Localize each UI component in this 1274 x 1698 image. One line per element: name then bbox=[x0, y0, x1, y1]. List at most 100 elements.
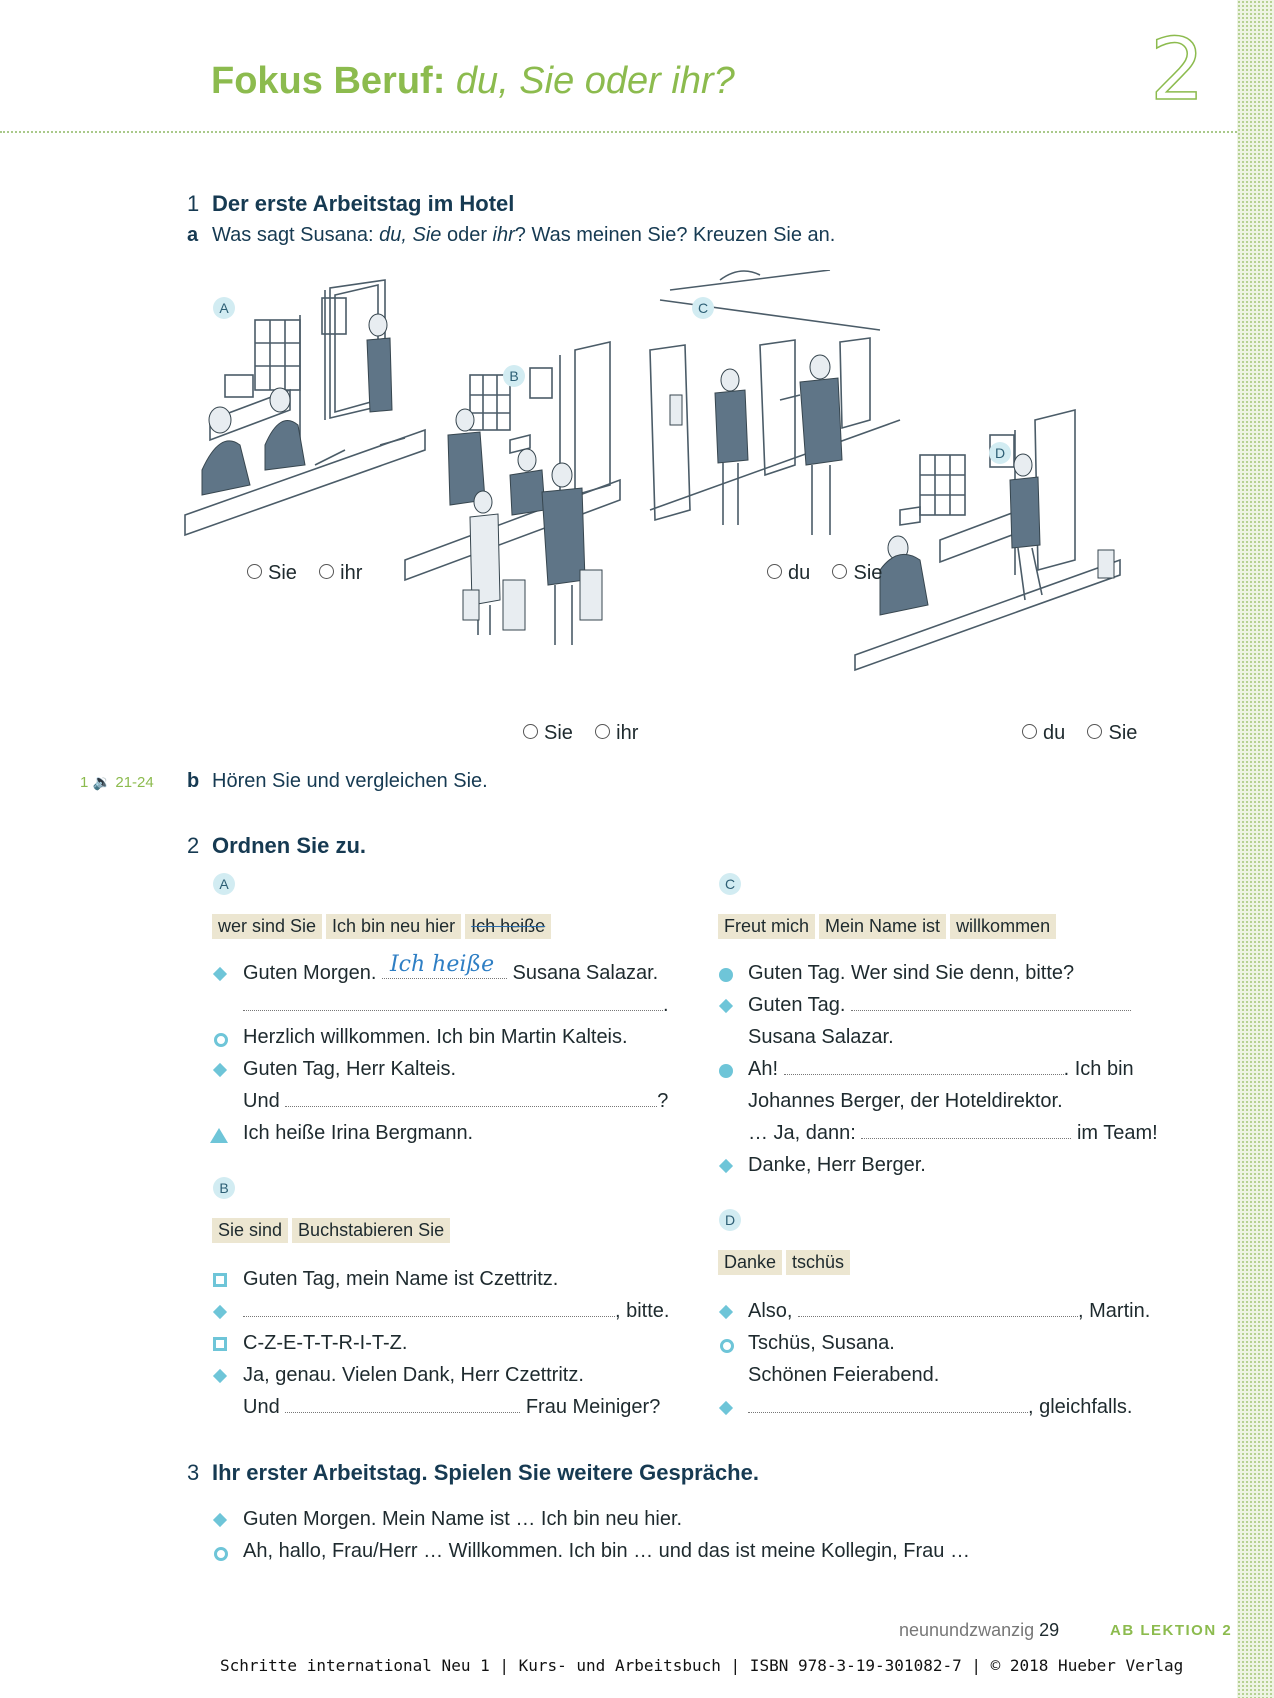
word-chip: Danke bbox=[718, 1250, 783, 1275]
diamond-bullet-icon bbox=[212, 1304, 228, 1320]
diamond-bullet-icon bbox=[718, 1400, 734, 1416]
answer-blank[interactable] bbox=[748, 1396, 1028, 1413]
line-text: Und bbox=[243, 1090, 280, 1112]
ex2d-line-2: Tschüs, Susana. bbox=[748, 1332, 895, 1354]
hotel-scenes-illustration bbox=[184, 270, 1121, 672]
scene-a-drawing bbox=[184, 279, 426, 537]
page-number: 29 bbox=[1039, 1620, 1060, 1640]
answer-blank[interactable] bbox=[861, 1122, 1072, 1139]
answer-blank[interactable] bbox=[285, 1396, 521, 1413]
scene-c-option-1[interactable]: du bbox=[767, 562, 810, 584]
triangle-bullet-icon bbox=[210, 1128, 228, 1143]
ex2d-line-4: , gleichfalls. bbox=[748, 1396, 1133, 1419]
ex2a-line-1: Guten Morgen. Ich heiße Susana Salazar. bbox=[243, 952, 659, 985]
ex2d-badge: D bbox=[719, 1209, 741, 1231]
ex2c-line-2: Guten Tag. bbox=[748, 994, 1132, 1017]
scene-c-options: du Sie bbox=[767, 562, 882, 585]
ex2c-line-6: … Ja, dann: im Team! bbox=[748, 1122, 1158, 1145]
line-text: Guten Tag. bbox=[748, 994, 846, 1016]
answer-blank[interactable] bbox=[243, 994, 663, 1011]
ex2a-badge: A bbox=[213, 873, 235, 895]
ex1-title: Der erste Arbeitstag im Hotel bbox=[212, 191, 515, 216]
circle-bullet-icon bbox=[719, 1064, 733, 1078]
answer-blank[interactable] bbox=[243, 1300, 615, 1317]
handwritten-answer: Ich heiße bbox=[389, 952, 495, 977]
line-text: Guten Morgen. bbox=[243, 962, 377, 984]
radio-circle-icon[interactable] bbox=[247, 564, 262, 580]
scene-a-option-1[interactable]: Sie bbox=[247, 562, 297, 584]
answer-blank[interactable] bbox=[851, 994, 1132, 1011]
line-text: Susana Salazar. bbox=[512, 962, 659, 984]
ex1a-instruction: Was sagt Susana: du, Sie oder ihr? Was m… bbox=[212, 224, 835, 247]
ex2-title: Ordnen Sie zu. bbox=[212, 833, 367, 858]
ex2d-line-3: Schönen Feierabend. bbox=[748, 1364, 940, 1386]
word-chip: Mein Name ist bbox=[819, 914, 947, 939]
ex2a-line-4: Guten Tag, Herr Kalteis. bbox=[243, 1058, 457, 1080]
option-label: Sie bbox=[853, 562, 883, 584]
scene-c-option-2[interactable]: Sie bbox=[832, 562, 882, 584]
option-label: Sie bbox=[1108, 722, 1138, 744]
word-chip: willkommen bbox=[950, 914, 1057, 939]
radio-circle-icon[interactable] bbox=[319, 564, 335, 580]
ex2a-line-6: Ich heiße Irina Bergmann. bbox=[243, 1122, 474, 1144]
ex2b-line-1: Guten Tag, mein Name ist Czettritz. bbox=[243, 1268, 559, 1290]
ex1b-instruction: Hören Sie und vergleichen Sie. bbox=[212, 770, 488, 792]
radio-circle-icon[interactable] bbox=[832, 564, 848, 580]
ex2c-line-1: Guten Tag. Wer sind Sie denn, bitte? bbox=[748, 962, 1075, 984]
scene-d-option-1[interactable]: du bbox=[1022, 722, 1065, 744]
scene-a-option-2[interactable]: ihr bbox=[319, 562, 362, 584]
ex2c-line-4: Ah! . Ich bin bbox=[748, 1058, 1134, 1081]
diamond-bullet-icon bbox=[212, 1512, 228, 1528]
ex2a-line-5: Und ? bbox=[243, 1090, 668, 1113]
scene-d-drawing bbox=[854, 408, 1121, 672]
scene-d-badge: D bbox=[989, 442, 1011, 464]
word-chip-used: Ich heiße bbox=[465, 914, 552, 939]
radio-circle-icon[interactable] bbox=[767, 564, 782, 580]
section-label: AB LEKTION 2 bbox=[1110, 1622, 1232, 1639]
ex1a-letter: a bbox=[187, 224, 199, 246]
scene-b-option-2[interactable]: ihr bbox=[595, 722, 638, 744]
scene-b-options: Sie ihr bbox=[523, 722, 638, 745]
ex2a-line-3: Herzlich willkommen. Ich bin Martin Kalt… bbox=[243, 1026, 628, 1048]
ex1b-letter: b bbox=[187, 770, 200, 792]
answer-blank[interactable] bbox=[798, 1300, 1079, 1317]
scene-a-badge: A bbox=[213, 297, 235, 319]
radio-circle-icon[interactable] bbox=[595, 724, 611, 740]
ex3-title: Ihr erster Arbeitstag. Spielen Sie weite… bbox=[212, 1460, 759, 1485]
page-number-word: neunundzwanzig bbox=[899, 1620, 1035, 1640]
line-text: im Team! bbox=[1076, 1122, 1158, 1144]
ex2b-badge: B bbox=[213, 1177, 235, 1199]
option-label: du bbox=[1043, 722, 1066, 744]
audio-track-reference[interactable]: 1 🔉 21-24 bbox=[80, 774, 154, 791]
page-title-italic: du, Sie oder ihr? bbox=[455, 60, 735, 102]
radio-circle-icon[interactable] bbox=[523, 724, 538, 740]
ex2b-line-5: Und Frau Meiniger? bbox=[243, 1396, 660, 1419]
answer-blank[interactable] bbox=[783, 1058, 1064, 1075]
word-chip: Freut mich bbox=[718, 914, 816, 939]
radio-circle-icon[interactable] bbox=[1022, 724, 1037, 740]
ex3-number: 3 bbox=[187, 1460, 200, 1485]
scene-d-option-2[interactable]: Sie bbox=[1087, 722, 1137, 744]
ex2c-line-7: Danke, Herr Berger. bbox=[748, 1154, 926, 1176]
ex3-line-1: Guten Morgen. Mein Name ist … Ich bin ne… bbox=[243, 1508, 683, 1530]
diamond-bullet-icon bbox=[212, 1368, 228, 1384]
answer-blank[interactable] bbox=[285, 1090, 658, 1107]
chapter-number: 2 bbox=[1149, 19, 1205, 121]
scene-b-drawing bbox=[404, 340, 621, 645]
section-lesson: LEKTION 2 bbox=[1140, 1622, 1233, 1639]
radio-circle-icon[interactable] bbox=[1087, 724, 1103, 740]
page-title: Fokus Beruf: du, Sie oder ihr? bbox=[211, 60, 735, 103]
line-text: , bitte. bbox=[615, 1300, 670, 1322]
scene-b-option-1[interactable]: Sie bbox=[523, 722, 573, 744]
answer-blank[interactable]: Ich heiße bbox=[381, 952, 507, 979]
ex2c-line-5: Johannes Berger, der Hoteldirektor. bbox=[748, 1090, 1063, 1112]
section-ab: AB bbox=[1110, 1622, 1135, 1639]
diamond-bullet-icon bbox=[718, 998, 734, 1014]
diamond-bullet-icon bbox=[212, 966, 228, 982]
ex2a-line-2: . bbox=[243, 994, 669, 1017]
line-text: . Ich bin bbox=[1063, 1058, 1134, 1080]
option-label: Sie bbox=[268, 562, 297, 584]
line-text: … Ja, dann: bbox=[748, 1122, 856, 1144]
